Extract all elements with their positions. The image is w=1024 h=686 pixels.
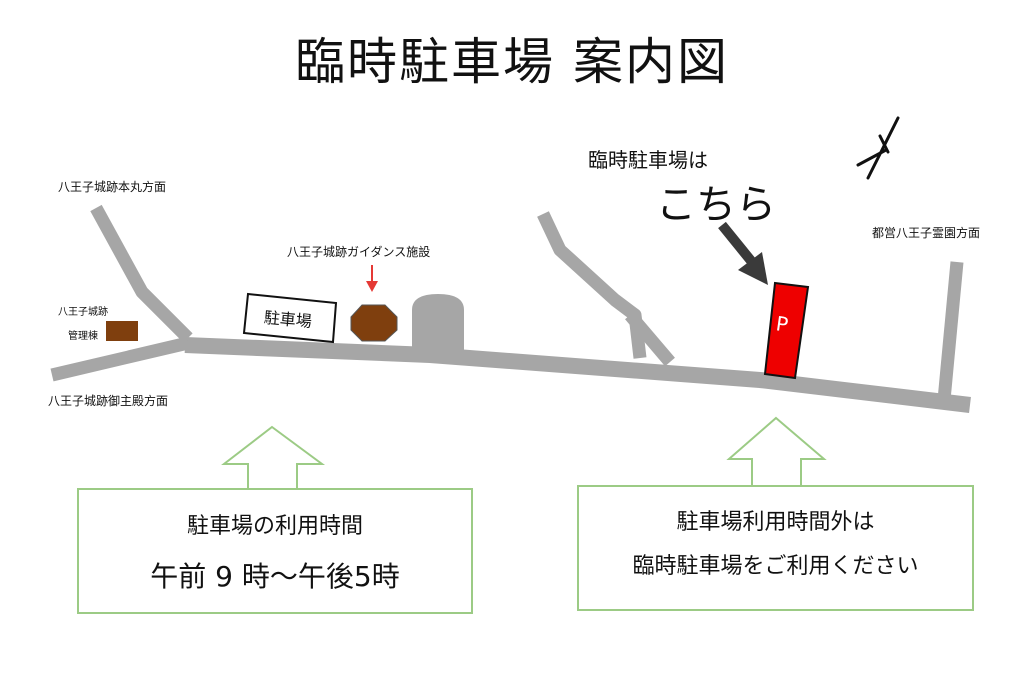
info-box-right — [577, 485, 974, 611]
label-temp-parking-note: 臨時駐車場は — [588, 148, 708, 172]
road-to-cemetery — [937, 261, 964, 401]
management-building-shape — [106, 321, 138, 341]
pointer-arrow-icon — [718, 221, 768, 285]
label-parking-lot: 駐車場 — [263, 307, 313, 332]
info-left-hours: 午前 9 時～午後5時 — [150, 560, 400, 593]
label-to-cemetery: 都営八王子霊園方面 — [872, 226, 981, 240]
side-road-branch — [625, 310, 675, 367]
north-arrow-icon — [856, 116, 900, 180]
up-arrow-right-icon — [726, 416, 827, 489]
temporary-parking-shape — [763, 281, 810, 380]
label-to-honmaru: 八王子城跡本丸方面 — [58, 180, 167, 194]
label-castle-site: 八王子城跡 — [58, 307, 108, 318]
info-right-line1: 駐車場利用時間外は — [676, 510, 875, 535]
label-here: こちら — [656, 182, 776, 228]
up-arrow-left-icon — [221, 425, 326, 493]
guidance-marker-arrow-icon — [366, 265, 378, 292]
info-right-line2: 臨時駐車場をご利用ください — [632, 554, 919, 579]
label-to-goshuden: 八王子城跡御主殿方面 — [48, 394, 169, 408]
label-management-building: 管理棟 — [68, 331, 98, 342]
grey-building-shape — [412, 294, 464, 352]
road-to-honmaru — [90, 204, 193, 343]
label-guidance-facility: 八王子城跡ガイダンス施設 — [287, 245, 431, 259]
road-to-goshuden — [50, 336, 190, 382]
guidance-facility-shape — [350, 304, 398, 342]
parking-lot-box — [242, 292, 338, 344]
road-network — [50, 204, 971, 413]
page-title: 臨時駐車場 案内図 — [295, 33, 729, 91]
side-road-center — [537, 211, 647, 359]
info-box-left — [77, 488, 473, 614]
main-road — [184, 337, 971, 413]
info-left-heading: 駐車場の利用時間 — [186, 514, 363, 539]
